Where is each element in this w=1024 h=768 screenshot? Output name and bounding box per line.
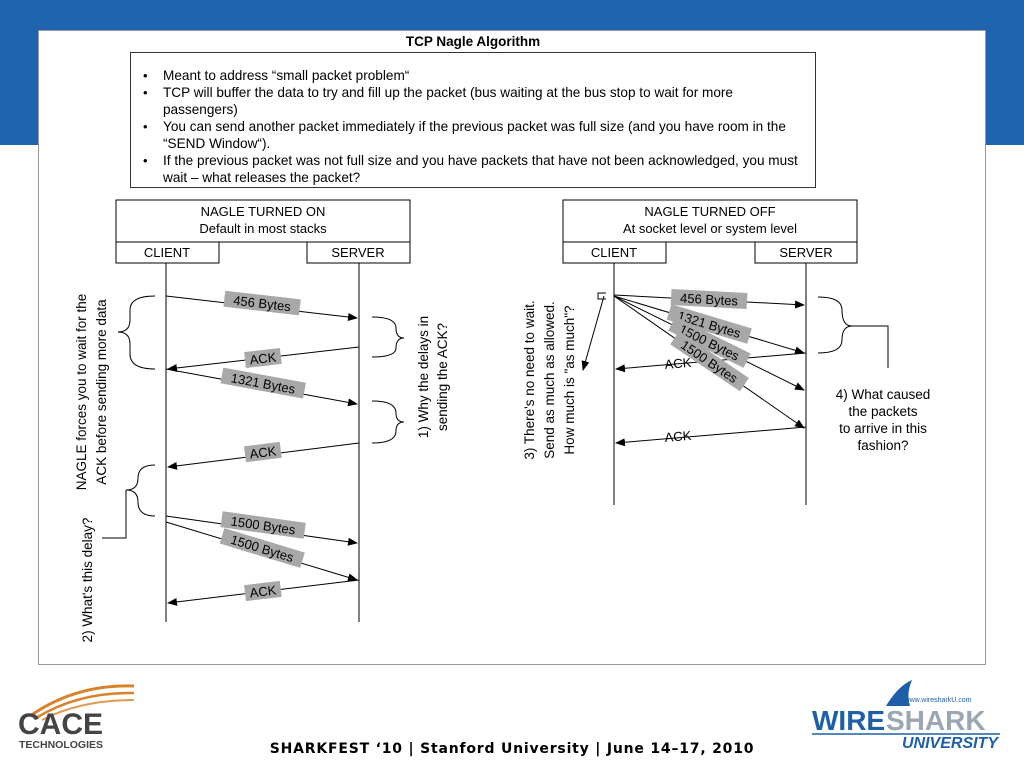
label-ack: ACK: [249, 443, 278, 461]
left-server-label: SERVER: [331, 245, 384, 260]
nagle-forces-note-line2: ACK before sending more data: [94, 299, 109, 485]
cace-technologies-logo: CACE TECHNOLOGIES: [18, 684, 135, 751]
question-3-pointer: [581, 295, 605, 371]
right-brace: [817, 296, 889, 368]
label-ack: ACK: [249, 582, 278, 600]
cace-subtitle: TECHNOLOGIES: [19, 739, 103, 751]
cace-wordmark: CACE: [18, 708, 103, 741]
right-header-title: NAGLE TURNED OFF: [644, 204, 775, 219]
right-header: NAGLE TURNED OFF At socket level or syst…: [562, 199, 858, 264]
wireshark-word-wire: WIRE: [812, 705, 885, 736]
label-1321-bytes: 1321 Bytes: [230, 370, 297, 397]
bullet-item: Meant to address “small packet problem“: [143, 67, 807, 84]
wireshark-url: www.wiresharkU.com: [904, 697, 972, 704]
label-ack: ACK: [664, 355, 692, 372]
left-packet-labels: 456 Bytes ACK 1321 Bytes ACK 1500 Bytes …: [219, 290, 306, 602]
question-4-line4: fashion?: [857, 438, 908, 453]
wireshark-university-logo: www.wiresharkU.com WIRE SHARK UNIVERSITY: [812, 680, 1000, 752]
shark-fin-icon: [886, 680, 912, 706]
question-4-line1: 4) What caused: [836, 387, 931, 402]
question-3-line1: 3) There's no need to wait.: [522, 300, 537, 459]
right-header-subtitle: At socket level or system level: [623, 221, 797, 236]
wireshark-word-university: UNIVERSITY: [902, 735, 999, 752]
left-header-title: NAGLE TURNED ON: [201, 204, 326, 219]
label-ack: ACK: [249, 349, 278, 367]
label-1500-bytes: 1500 Bytes: [229, 532, 296, 565]
bullet-item: TCP will buffer the data to try and fill…: [143, 84, 807, 118]
wireshark-word-shark: SHARK: [886, 705, 986, 736]
right-client-tick: [597, 292, 606, 300]
bullet-box: Meant to address “small packet problem“ …: [130, 52, 816, 188]
nagle-forces-note-line1: NAGLE forces you to wait for the: [74, 294, 89, 491]
label-456-bytes: 456 Bytes: [680, 290, 739, 308]
question-4: 4) What caused the packets to arrive in …: [836, 387, 931, 453]
question-1-line1: 1) Why the delays in: [416, 316, 431, 438]
right-arrow-ack2: [615, 426, 807, 447]
left-header-subtitle: Default in most stacks: [199, 221, 327, 236]
question-3-line2: Send as much as allowed.: [542, 301, 557, 459]
bullet-item: You can send another packet immediately …: [143, 118, 807, 152]
question-2: 2) What's this delay?: [80, 518, 95, 643]
left-header: NAGLE TURNED ON Default in most stacks C…: [115, 199, 411, 264]
question-1-line2: sending the ACK?: [435, 323, 450, 431]
right-packet-labels: 456 Bytes 1321 Bytes 1500 Bytes 1500 Byt…: [664, 289, 752, 445]
footer-caption: SHARKFEST ‘10 | Stanford University | Ju…: [269, 741, 755, 757]
label-ack: ACK: [664, 428, 692, 445]
right-client-label: CLIENT: [591, 245, 637, 260]
diagram-title: TCP Nagle Algorithm: [405, 34, 541, 49]
question-3-line3: How much is "as much"?: [562, 305, 577, 454]
right-server-label: SERVER: [779, 245, 832, 260]
label-456-bytes: 456 Bytes: [232, 293, 292, 315]
question-4-line2: the packets: [848, 404, 917, 419]
bullet-item: If the previous packet was not full size…: [143, 152, 807, 186]
left-client-label: CLIENT: [144, 245, 190, 260]
left-braces: [102, 295, 405, 539]
question-4-line3: to arrive in this: [839, 421, 927, 436]
